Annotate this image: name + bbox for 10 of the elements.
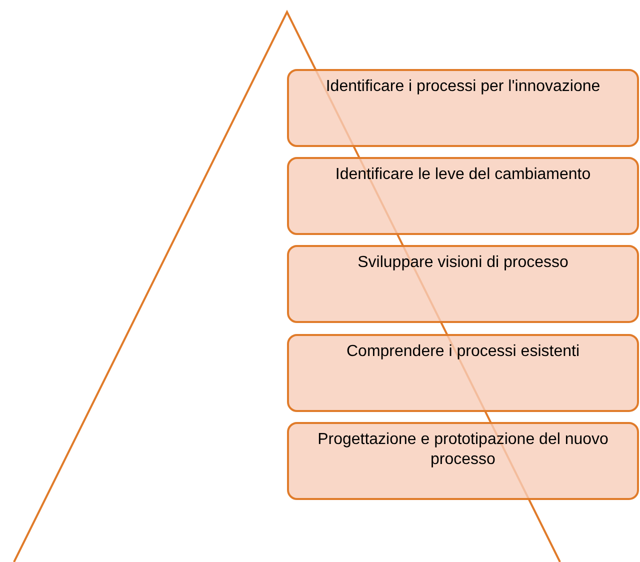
step-text: Identificare i processi per l'innovazione: [326, 77, 600, 97]
step-text: Comprendere i processi esistenti: [346, 342, 580, 362]
step-text: Progettazione e prototipazione del nuovo processo: [316, 430, 610, 470]
step-box: [287, 245, 639, 323]
step-box: [287, 334, 639, 412]
step-box: [287, 157, 639, 235]
step-box: [287, 422, 639, 500]
step-text: Sviluppare visioni di processo: [358, 253, 568, 273]
step-box: [287, 69, 639, 147]
step-text: Identificare le leve del cambiamento: [335, 165, 591, 185]
